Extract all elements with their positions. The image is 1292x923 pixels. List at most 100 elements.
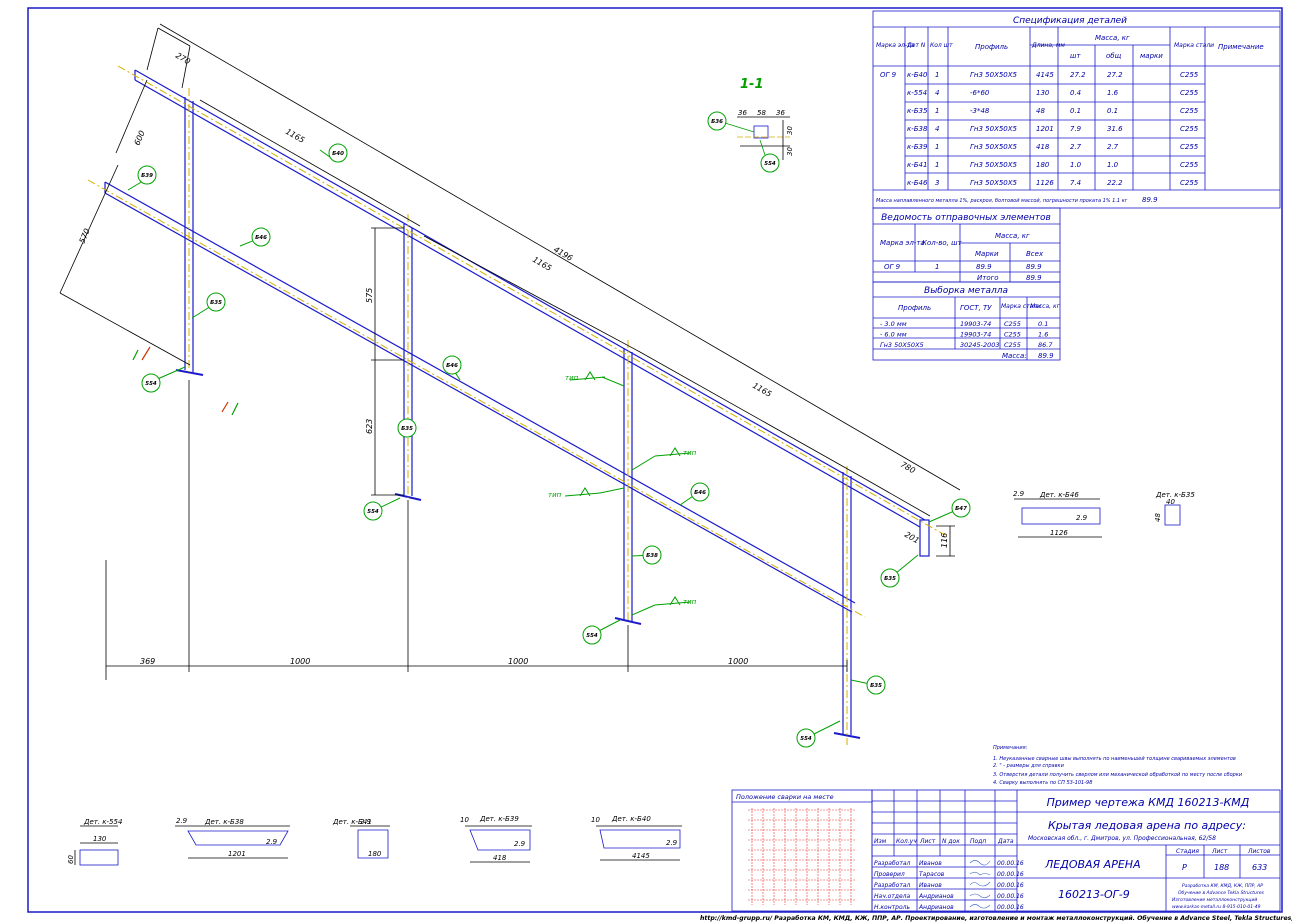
callout-b35-2: Б35 — [401, 426, 413, 432]
spec-row-qty: 1 — [935, 107, 939, 115]
spec-h-profile: Профиль — [975, 43, 1008, 51]
title-block — [871, 789, 1281, 912]
spec-row-profile: Гн3 50Х50Х5 — [970, 71, 1018, 79]
ship-total-label: Итого — [977, 274, 999, 282]
sec-dim-30a: 30 — [786, 126, 794, 135]
spec-element: ОГ 9 — [880, 71, 897, 79]
ship-h-mass: Масса, кг — [995, 232, 1030, 240]
footer-link[interactable]: http://kmd-grupp.ru/ Разработка КМ, КМД,… — [700, 914, 1292, 922]
detail-b39-dim1: 10 — [460, 816, 469, 824]
detail-b41-dim2: 180 — [368, 850, 382, 858]
stamp-role-date: 00.00.16 — [997, 904, 1024, 911]
sec-dim-30b: 30 — [786, 147, 794, 156]
spec-row-length: 180 — [1036, 161, 1050, 169]
spec-row-profile: Гн3 50Х50Х5 — [970, 125, 1018, 133]
spec-row-mass-all: 31.6 — [1107, 125, 1123, 133]
section-label: 1-1 — [740, 77, 764, 92]
weld-tag-4: тип — [683, 598, 697, 606]
metal-table — [872, 281, 1061, 361]
detail-b39-title: Дет. к-Б39 — [479, 815, 519, 823]
stamp-object: Крытая ледовая арена по адресу: — [1048, 819, 1246, 832]
stamp-role: Н.контроль — [874, 904, 910, 911]
detail-b38-dim2: 1201 — [228, 850, 246, 858]
metal-row-steel: С255 — [1004, 331, 1021, 339]
stamp-sheet-label: Лист — [1211, 848, 1228, 855]
dim-270: 270 — [174, 51, 192, 66]
detail-b35-dim1: 40 — [1166, 498, 1175, 506]
ship-h-mark: Марка эл-та — [880, 239, 925, 247]
spec-row-mass-pc: 7.4 — [1070, 179, 1081, 187]
callout-b40: Б40 — [332, 151, 344, 157]
detail-b46-dim2: 1126 — [1050, 529, 1068, 537]
ship-total: 89.9 — [1026, 274, 1042, 282]
detail-b41-title: Дет. к-Б41 — [332, 818, 372, 826]
stamp-role-date: 00.00.16 — [997, 893, 1024, 900]
spec-row-mass-all: 1.6 — [1107, 89, 1119, 97]
detail-554-title: Дет. к-554 — [83, 818, 122, 826]
spec-row-det: к-554 — [907, 89, 927, 97]
notes-line-3: 3. Отверстия детали получить сверлом или… — [993, 772, 1243, 778]
stamp-org-1: Разработка КМ, КМД, КЖ, ППР, АР — [1182, 883, 1263, 889]
dim-600: 600 — [133, 129, 147, 147]
ship-h-m-all: Всех — [1026, 250, 1044, 258]
detail-b39-dim2: 418 — [493, 854, 507, 862]
stamp-org-2: Обучение в Advance Tekla Structures — [1178, 890, 1264, 896]
dim-1000-a: 1000 — [290, 657, 310, 666]
callout-b38: Б38 — [646, 553, 658, 559]
ship-h-qty: Кол-во, шт — [922, 239, 963, 247]
stamp-col-izm: Изм — [874, 838, 887, 845]
stamp-name: ЛЕДОВАЯ АРЕНА — [1044, 858, 1141, 871]
spec-row-profile: Гн3 50Х50Х5 — [970, 161, 1018, 169]
dim-1165-c: 1165 — [751, 381, 773, 399]
stamp-role: Разработал — [874, 882, 911, 889]
detail-b46-dim3: 2.9 — [1076, 514, 1088, 522]
callout-b46-2: Б46 — [446, 363, 458, 369]
dim-1000-b: 1000 — [508, 657, 528, 666]
stamp-stage: Р — [1182, 863, 1187, 872]
detail-b40-dim1: 10 — [591, 816, 600, 824]
spec-row-mass-all: 2.7 — [1107, 143, 1119, 151]
ship-row-m-mark: 89.9 — [976, 263, 992, 271]
callout-554-3: 554 — [586, 633, 598, 639]
spec-footer-mass: 89.9 — [1142, 196, 1158, 204]
spec-row-mass-pc: 7.9 — [1070, 125, 1082, 133]
stamp-col-ndok: N док — [942, 838, 960, 845]
metal-row-mass: 86.7 — [1038, 341, 1053, 349]
spec-row-mass-all: 27.2 — [1107, 71, 1123, 79]
callout-554-2: 554 — [367, 509, 379, 515]
detail-b35-dim2: 48 — [1154, 513, 1162, 522]
stamp-role-name: Тарасов — [919, 871, 945, 878]
spec-row-det: к-Б39 — [907, 143, 928, 151]
spec-h-steel: Марка стали — [1174, 42, 1214, 49]
metal-row-mass: 0.1 — [1038, 320, 1048, 328]
spec-row-length: 48 — [1036, 107, 1045, 115]
spec-row-profile: Гн3 50Х50Х5 — [970, 143, 1018, 151]
ship-title: Ведомость отправочных элементов — [881, 213, 1051, 223]
notes-title: Примечания: — [993, 745, 1028, 751]
spec-row-mass-all: 22.2 — [1107, 179, 1123, 187]
metal-row-steel: С255 — [1004, 341, 1021, 349]
detail-b38-dim1: 2.9 — [176, 817, 188, 825]
metal-h-mass: Масса, кг — [1030, 303, 1061, 310]
dim-1000-c: 1000 — [728, 657, 748, 666]
dim-201: 201 — [903, 530, 921, 545]
spec-row-length: 418 — [1036, 143, 1050, 151]
metal-h-gost: ГОСТ, ТУ — [960, 304, 992, 312]
stamp-address: Московская обл., г. Дмитров, ул. Професс… — [1028, 835, 1216, 842]
spec-row-qty: 1 — [935, 143, 939, 151]
detail-b40-dim3: 2.9 — [666, 839, 678, 847]
dim-575: 575 — [365, 288, 374, 303]
metal-title: Выборка металла — [924, 286, 1008, 296]
callout-b36: Б36 — [711, 119, 723, 125]
metal-h-profile: Профиль — [898, 304, 931, 312]
detail-b39-dim3: 2.9 — [514, 840, 526, 848]
ship-h-m-mark: Марки — [975, 250, 999, 258]
spec-h-mass-all: общ — [1106, 52, 1122, 60]
spec-h-mark: Марка эл-та — [876, 42, 915, 49]
stamp-role: Проверил — [874, 871, 905, 878]
metal-row-gost: 19903-74 — [960, 331, 991, 339]
spec-row-qty: 3 — [935, 179, 939, 187]
spec-row-det: к-Б38 — [907, 125, 928, 133]
stamp-col-data: Дата — [997, 838, 1014, 845]
stamp-role-name: Андрианов — [918, 893, 954, 900]
